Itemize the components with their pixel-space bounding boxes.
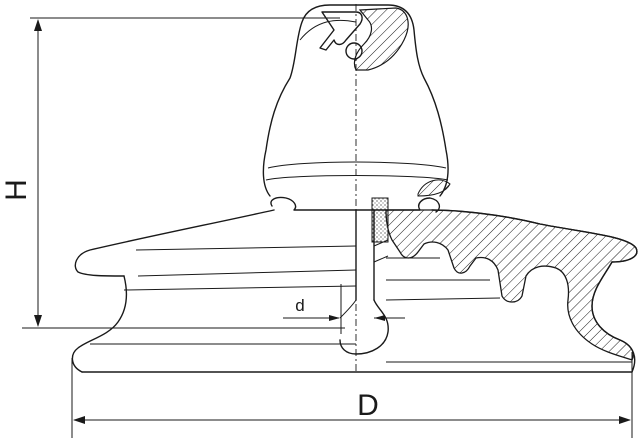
spacing-arrow-left: [329, 315, 340, 321]
height-label: H: [0, 179, 33, 201]
cap-skirt-line: [267, 161, 447, 169]
cap-skirt-line-2: [265, 175, 449, 181]
diameter-label: D: [357, 389, 379, 422]
shell-inner-line-7: [385, 297, 501, 301]
shell-section-hatch: [385, 209, 638, 361]
pin-spacing-dimension: d: [283, 284, 405, 334]
socket-pin-hole: [345, 42, 363, 60]
diameter-arrow-left: [73, 416, 85, 424]
pin-ball-end: [339, 299, 389, 355]
height-dimension: H: [0, 17, 345, 329]
diameter-arrow-right: [619, 416, 631, 424]
cap-rim: [270, 196, 441, 213]
height-arrow-bottom: [34, 315, 42, 327]
cap-inner-contour: [299, 19, 357, 41]
shell-inner-line-3: [123, 285, 357, 291]
shell-rib-left: [71, 275, 128, 373]
shell-inner-line-2: [137, 269, 357, 277]
pin-thread-lines: [373, 239, 389, 263]
cap-outline: [262, 4, 449, 197]
diameter-dimension: D: [71, 352, 633, 438]
spacing-label: d: [295, 296, 304, 315]
shell-top-left: [74, 209, 275, 277]
cap-lip-hatch: [417, 179, 451, 197]
height-arrow-top: [34, 19, 42, 31]
pin-shank: [355, 209, 375, 301]
cement-layer: [371, 197, 389, 243]
spacing-arrow-right: [374, 315, 385, 321]
insulator-cap: [262, 4, 451, 197]
shell-inner-line-1: [135, 245, 357, 251]
pin-neck-line: [339, 299, 357, 319]
cap-section-hatch: [353, 7, 409, 71]
socket-slot: [319, 11, 363, 51]
